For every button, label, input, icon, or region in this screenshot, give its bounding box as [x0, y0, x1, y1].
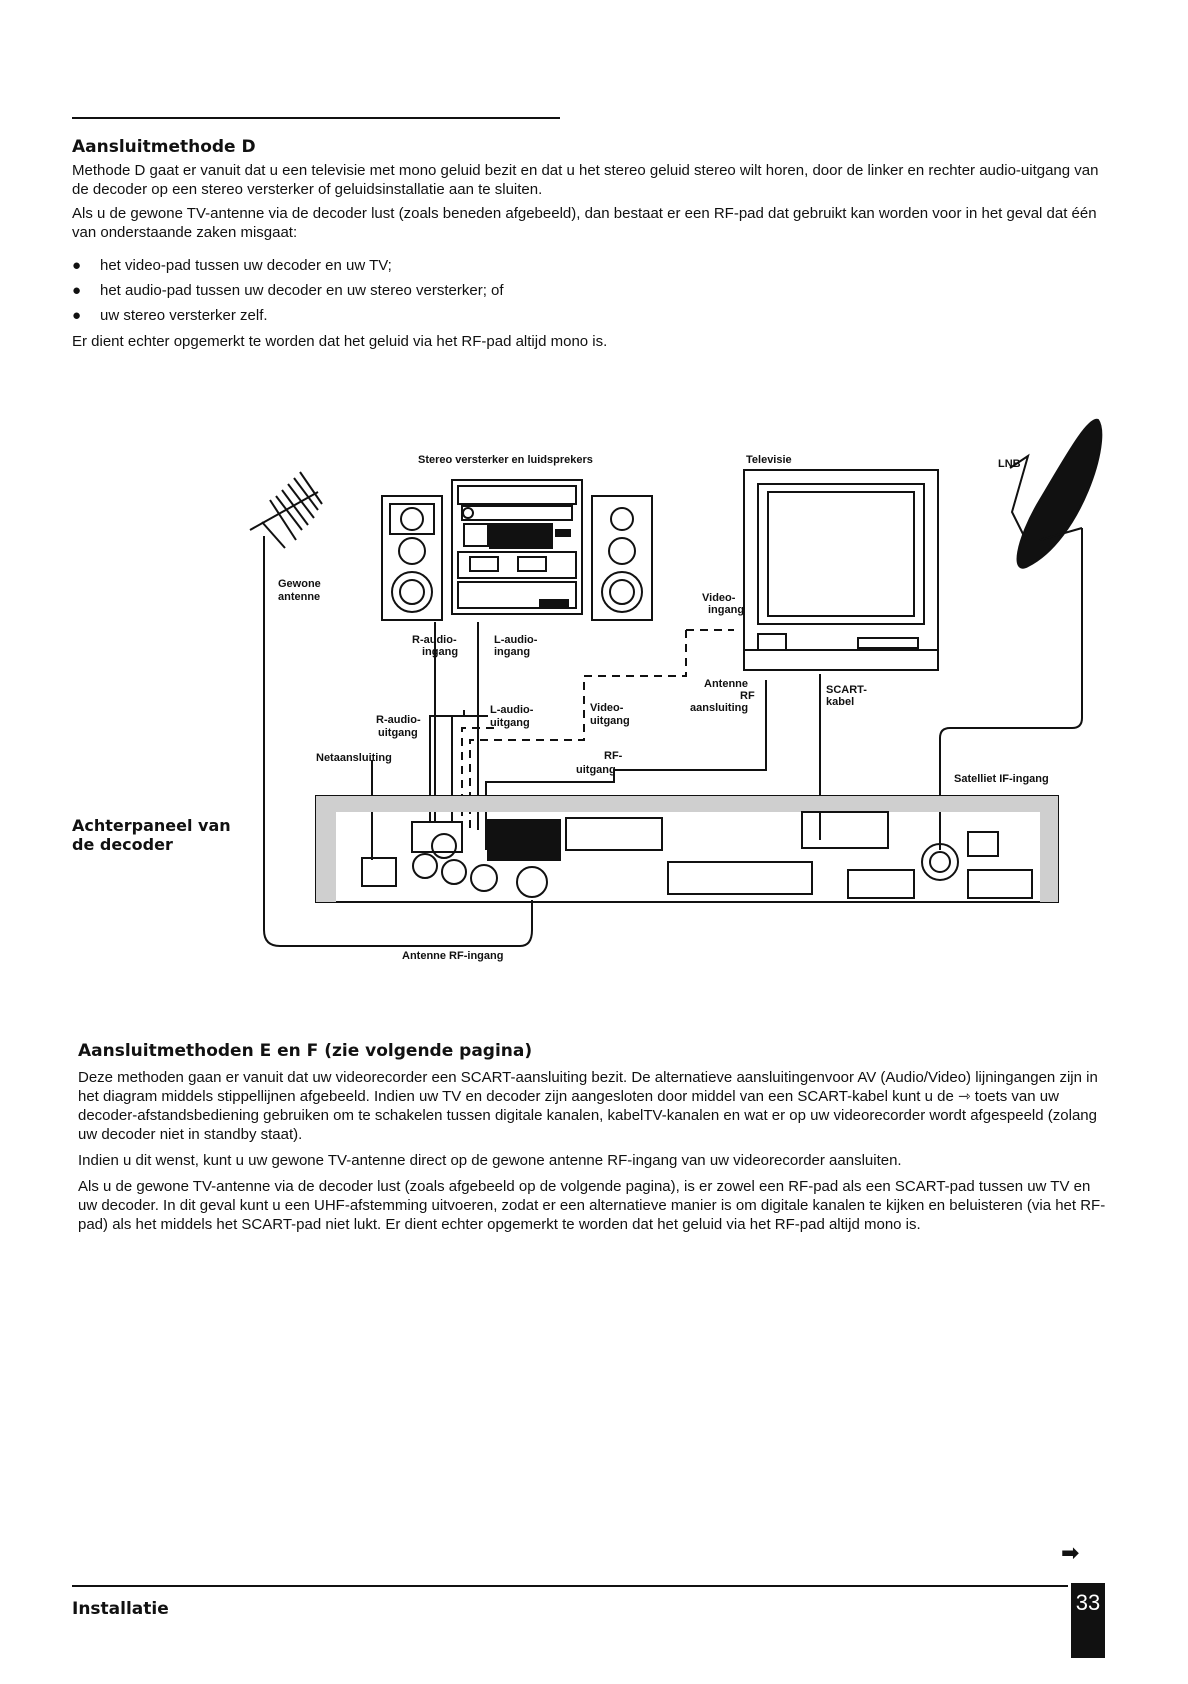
- decoder-panel-label-1: Achterpaneel van: [72, 816, 231, 835]
- section-d-para3: Er dient echter opgemerkt te worden dat …: [72, 333, 608, 350]
- page-number: 33: [1071, 1583, 1105, 1658]
- footer-rule: [72, 1585, 1068, 1587]
- label-r-audio-out-2: uitgang: [378, 727, 418, 739]
- label-stereo: Stereo versterker en luidsprekers: [418, 454, 593, 466]
- label-antenna-rf-1: Antenne: [704, 678, 748, 690]
- section-d-para1: Methode D gaat er vanuit dat u een telev…: [72, 162, 1099, 198]
- label-r-audio-out-1: R-audio-: [376, 714, 421, 726]
- label-power: Netaansluiting: [316, 752, 392, 764]
- section-method-e-f: Aansluitmethoden E en F (zie volgende pa…: [78, 1041, 1108, 1234]
- television-icon: [743, 469, 939, 671]
- label-tv: Televisie: [746, 454, 792, 466]
- decoder-panel-label-2: de decoder: [72, 835, 173, 854]
- label-antenna-2: antenne: [278, 591, 321, 603]
- label-scart-1: SCART-: [826, 684, 867, 696]
- bullet-3-text: uw stereo versterker zelf.: [100, 307, 268, 324]
- section-d-para2: Als u de gewone TV-antenne via de decode…: [72, 205, 1097, 241]
- top-rule: [72, 117, 560, 119]
- label-antenna-rf-in: Antenne RF-ingang: [402, 950, 504, 962]
- label-r-audio-in-1: R-audio-: [412, 634, 457, 646]
- label-lnb: LNB: [998, 458, 1021, 470]
- label-video-out-1: Video-: [590, 702, 624, 714]
- section-e-para2: Indien u dit wenst, kunt u uw gewone TV-…: [78, 1152, 902, 1169]
- section-method-d: Aansluitmethode D Methode D gaat er vanu…: [72, 137, 1102, 242]
- bullet-3: ●uw stereo versterker zelf.: [72, 307, 268, 324]
- stereo-amplifier-icon: [451, 479, 583, 615]
- label-l-audio-out-2: uitgang: [490, 717, 530, 729]
- label-antenna-1: Gewone: [278, 578, 321, 590]
- label-rf-out-2: uitgang: [576, 764, 616, 776]
- bullet-1: ●het video-pad tussen uw decoder en uw T…: [72, 257, 392, 274]
- label-video-out-2: uitgang: [590, 715, 630, 727]
- label-antenna-rf-2: RF: [740, 690, 755, 702]
- left-speaker-icon: [381, 495, 443, 621]
- next-page-arrow-icon: ➡: [1061, 1540, 1080, 1565]
- section-e-heading: Aansluitmethoden E en F (zie volgende pa…: [78, 1041, 533, 1061]
- footer-title: Installatie: [72, 1599, 169, 1619]
- label-scart-2: kabel: [826, 696, 855, 708]
- satellite-dish-icon: [939, 418, 1103, 850]
- right-speaker-icon: [591, 495, 653, 621]
- section-e-para1: Deze methoden gaan er vanuit dat uw vide…: [78, 1069, 1098, 1143]
- label-l-audio-out-1: L-audio-: [490, 704, 534, 716]
- label-video-in-2: ingang: [708, 604, 745, 616]
- bullet-2-text: het audio-pad tussen uw decoder en uw st…: [100, 282, 504, 299]
- label-rf-out-1: RF-: [604, 750, 623, 762]
- label-l-audio-in-2: ingang: [494, 646, 531, 658]
- label-antenna-rf-3: aansluiting: [690, 702, 749, 714]
- label-sat-if: Satelliet IF-ingang: [954, 773, 1049, 785]
- label-video-in-1: Video-: [702, 592, 736, 604]
- bullet-1-text: het video-pad tussen uw decoder en uw TV…: [100, 257, 392, 274]
- section-d-heading: Aansluitmethode D: [72, 137, 256, 157]
- connection-diagram: [249, 418, 1103, 947]
- section-e-para3: Als u de gewone TV-antenne via de decode…: [78, 1178, 1106, 1233]
- bullet-2: ●het audio-pad tussen uw decoder en uw s…: [72, 282, 504, 299]
- tv-antenna-icon: [249, 471, 533, 947]
- decoder-panel-label: Achterpaneel van de decoder: [72, 816, 231, 854]
- label-r-audio-in-2: ingang: [422, 646, 459, 658]
- label-l-audio-in-1: L-audio-: [494, 634, 538, 646]
- decoder-back-panel-icon: [315, 795, 1059, 903]
